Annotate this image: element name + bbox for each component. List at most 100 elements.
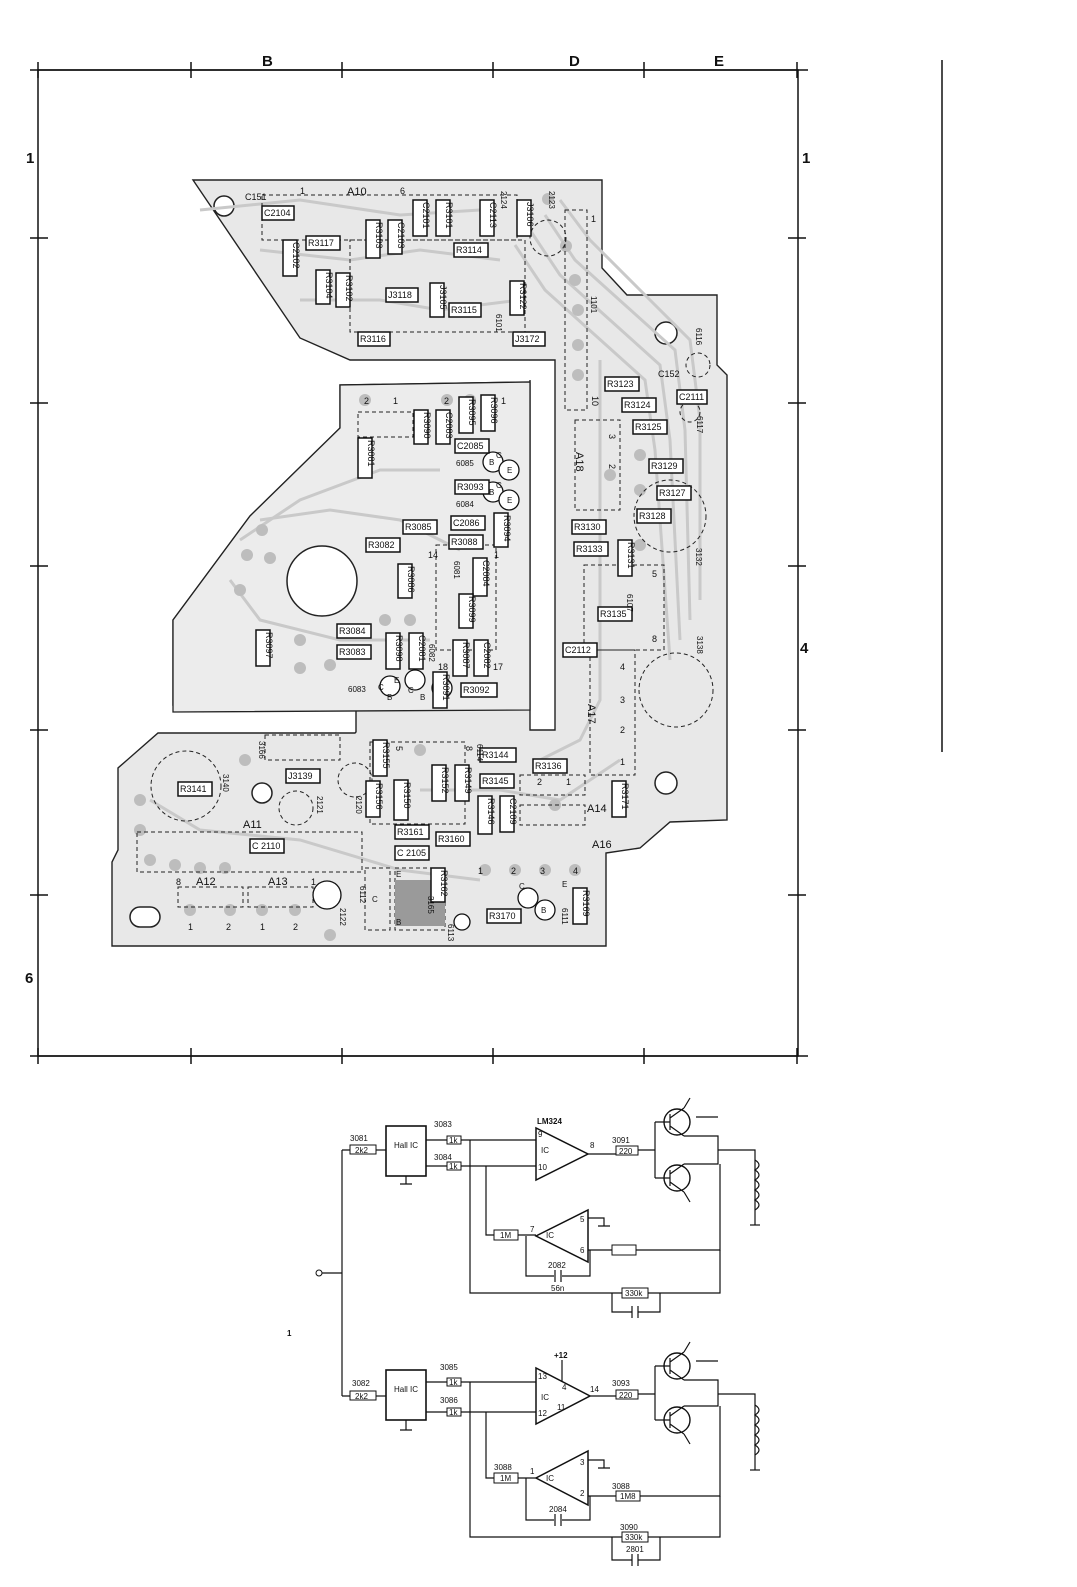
- svg-text:R3152: R3152: [440, 767, 450, 794]
- component-r3131: R3131: [617, 539, 636, 577]
- svg-text:1: 1: [478, 866, 483, 876]
- svg-text:C2081: C2081: [417, 635, 427, 662]
- mounting-hole-bottom: [251, 782, 273, 804]
- svg-text:R3162: R3162: [439, 870, 449, 897]
- svg-text:R3115: R3115: [451, 305, 477, 315]
- svg-text:2120: 2120: [354, 796, 363, 814]
- svg-text:8: 8: [176, 877, 181, 887]
- svg-text:A11: A11: [243, 819, 262, 831]
- svg-text:1: 1: [566, 777, 571, 787]
- svg-text:Hall IC: Hall IC: [394, 1141, 418, 1150]
- svg-text:R3117: R3117: [308, 238, 334, 248]
- svg-text:4: 4: [620, 662, 625, 672]
- component-r3084: R3084: [336, 623, 372, 639]
- svg-text:Hall IC: Hall IC: [394, 1385, 418, 1394]
- svg-text:R3141: R3141: [180, 784, 207, 794]
- svg-text:C 2105: C 2105: [397, 848, 426, 858]
- svg-text:C2104: C2104: [264, 208, 291, 218]
- svg-text:R3131: R3131: [626, 542, 636, 569]
- svg-text:R3102: R3102: [344, 275, 354, 302]
- svg-text:A10: A10: [347, 186, 367, 198]
- svg-text:R3135: R3135: [600, 609, 627, 619]
- svg-text:R3146: R3146: [486, 798, 496, 825]
- svg-text:R3103: R3103: [374, 222, 384, 249]
- svg-text:1101: 1101: [589, 296, 598, 314]
- svg-text:2k2: 2k2: [355, 1392, 368, 1401]
- svg-text:2: 2: [620, 725, 625, 735]
- svg-text:R3170: R3170: [489, 911, 516, 921]
- transistors: [312, 451, 556, 931]
- svg-text:10: 10: [590, 396, 600, 406]
- svg-text:2801: 2801: [626, 1545, 644, 1554]
- svg-text:E: E: [394, 676, 399, 685]
- svg-text:R3101: R3101: [444, 202, 454, 229]
- component-r3116: R3116: [357, 331, 391, 347]
- svg-text:3084: 3084: [434, 1153, 452, 1162]
- svg-text:R3136: R3136: [535, 761, 562, 771]
- svg-text:R3086: R3086: [406, 566, 416, 593]
- svg-text:IC: IC: [546, 1474, 554, 1483]
- svg-text:1k: 1k: [449, 1162, 458, 1171]
- svg-text:220: 220: [619, 1147, 633, 1156]
- svg-text:4: 4: [573, 866, 578, 876]
- svg-text:B: B: [541, 906, 546, 915]
- svg-text:R3093: R3093: [457, 482, 484, 492]
- component-c2111: C2111: [676, 389, 708, 405]
- svg-text:6117: 6117: [695, 416, 704, 434]
- row-label-4: 4: [800, 640, 809, 657]
- part-id-labels: 6101 6116 6117 6085 6084 6081 6082 6083 …: [221, 191, 704, 942]
- svg-text:J3105: J3105: [438, 285, 448, 310]
- svg-text:R3096: R3096: [489, 397, 499, 424]
- svg-text:11: 11: [557, 1403, 566, 1412]
- svg-text:1M: 1M: [500, 1474, 511, 1483]
- component-r3087: R3087: [452, 639, 471, 677]
- component-r3123: R3123: [604, 376, 640, 392]
- svg-text:2: 2: [364, 396, 369, 406]
- component-c2110: C 2110: [249, 838, 285, 854]
- component-c2103: C2103: [387, 219, 406, 255]
- svg-text:2: 2: [444, 396, 449, 406]
- svg-text:C: C: [408, 686, 414, 695]
- svg-text:A18: A18: [573, 452, 585, 472]
- svg-text:R3156: R3156: [374, 783, 384, 810]
- component-c2083: C2083: [435, 409, 454, 445]
- svg-text:6113: 6113: [446, 924, 455, 942]
- svg-text:IC: IC: [541, 1146, 549, 1155]
- svg-text:6081: 6081: [452, 561, 461, 579]
- svg-text:LM324: LM324: [537, 1117, 562, 1126]
- hall-ic-bottom: [385, 1369, 427, 1421]
- svg-text:6114: 6114: [475, 744, 484, 762]
- svg-text:C2109: C2109: [508, 798, 518, 825]
- component-r3133: R3133: [573, 541, 609, 557]
- svg-text:B: B: [420, 693, 425, 702]
- svg-text:12: 12: [538, 1409, 547, 1418]
- component-c2085: C2085: [454, 438, 490, 454]
- svg-text:IC: IC: [546, 1231, 554, 1240]
- component-j3105: J3105: [429, 282, 448, 318]
- svg-text:C2111: C2111: [679, 392, 704, 402]
- svg-text:C: C: [372, 895, 378, 904]
- svg-text:3140: 3140: [221, 774, 230, 792]
- svg-text:C2084: C2084: [481, 560, 491, 587]
- svg-text:C: C: [519, 882, 525, 891]
- svg-text:1: 1: [620, 757, 625, 767]
- component-r3090: R3090: [413, 409, 432, 445]
- component-c2086: C2086: [450, 515, 486, 531]
- svg-text:R3116: R3116: [360, 334, 386, 344]
- svg-text:1: 1: [494, 550, 499, 560]
- svg-text:R3161: R3161: [397, 827, 424, 837]
- mounting-hole-right-low: [654, 771, 678, 795]
- svg-text:R3130: R3130: [574, 522, 601, 532]
- svg-text:R3149: R3149: [463, 767, 473, 794]
- svg-text:3091: 3091: [612, 1136, 630, 1145]
- svg-text:1M: 1M: [500, 1231, 511, 1240]
- hall-ic-top: [385, 1125, 427, 1177]
- svg-text:56n: 56n: [551, 1284, 564, 1293]
- connector-pin-numbers: 1 6 2 1 2 1 1 10 14 1 18 17 4 3 2 1 3 2 …: [176, 186, 657, 932]
- component-r3082: R3082: [365, 537, 401, 553]
- svg-text:6: 6: [580, 1246, 585, 1255]
- svg-text:3088: 3088: [494, 1463, 512, 1472]
- svg-text:R3129: R3129: [651, 461, 678, 471]
- svg-text:R3088: R3088: [451, 537, 478, 547]
